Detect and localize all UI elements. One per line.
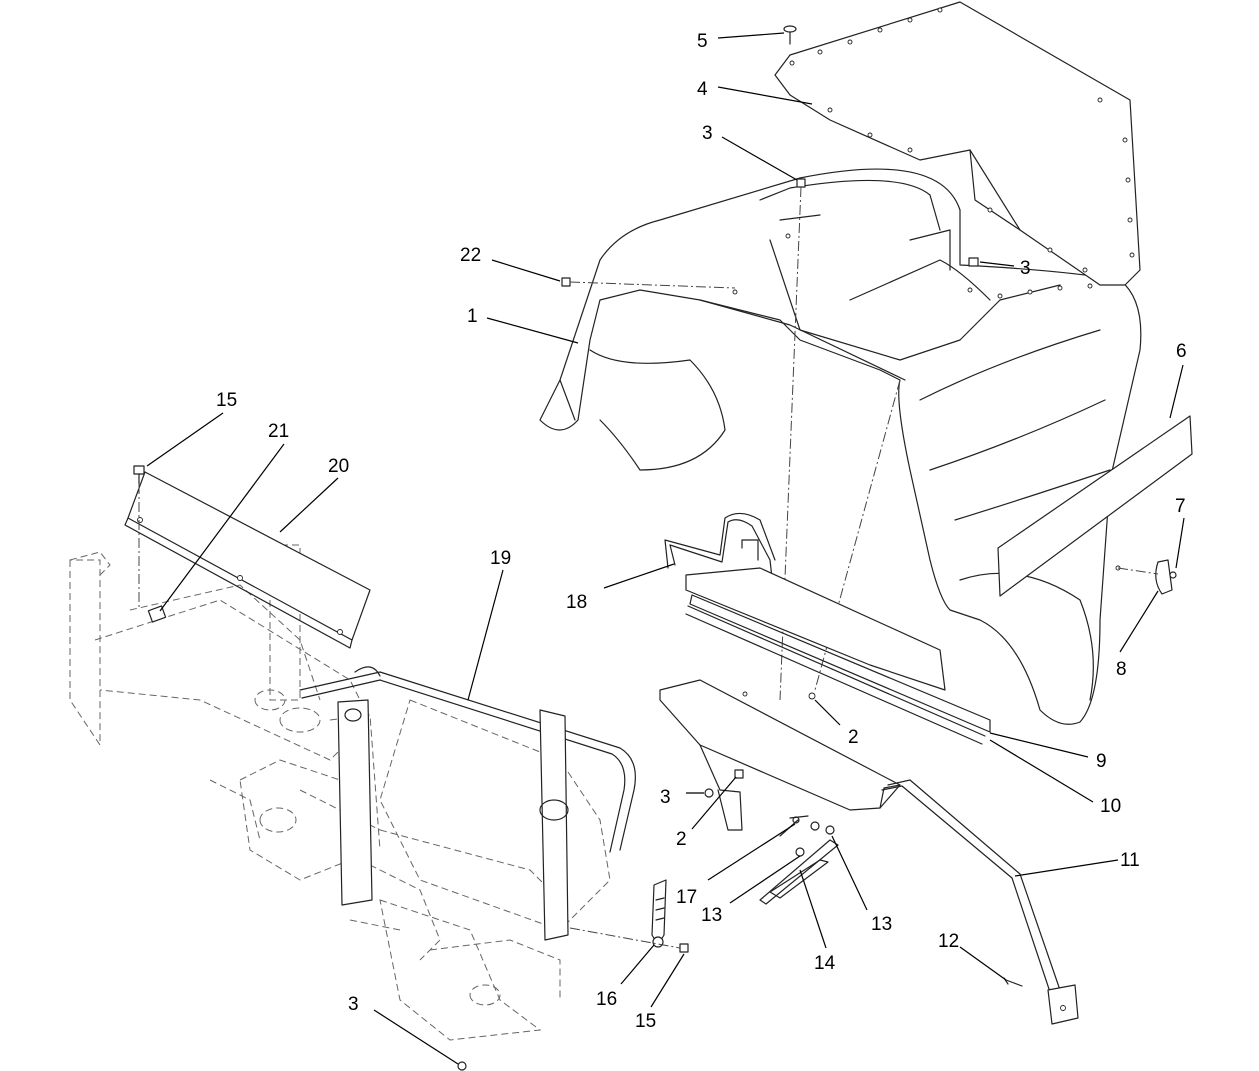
callout-14: 14: [814, 953, 836, 974]
callout-2-lower: 2: [676, 829, 687, 850]
bracket-part-18: [664, 512, 946, 691]
pin-part-12: [1003, 977, 1023, 987]
screw-part-15-bottom: [569, 927, 689, 953]
callout-4: 4: [697, 79, 708, 100]
callout-3-top: 3: [702, 123, 713, 144]
callout-15-top: 15: [216, 390, 237, 411]
hood-cowl-part-1: [539, 168, 1142, 725]
callout-2-upper: 2: [848, 727, 859, 748]
callout-5: 5: [697, 31, 708, 52]
nut-part-3-support: [704, 788, 714, 798]
mounting-panel-part-20: [124, 471, 371, 649]
callout-18: 18: [566, 592, 587, 613]
top-panel-part-4: [774, 1, 1141, 286]
callout-16: 16: [596, 989, 617, 1010]
callout-3-support: 3: [660, 787, 671, 808]
clip-part-21: [147, 605, 167, 623]
screw-part-15-top: [133, 465, 145, 610]
callout-13-left: 13: [701, 905, 722, 926]
callout-21: 21: [268, 421, 289, 442]
callout-1: 1: [467, 306, 478, 327]
callout-17: 17: [676, 887, 697, 908]
callout-labels: 5 4 3 22 3 1 6 15 21 20 19 7 18 8 2 9 3 …: [216, 31, 1187, 1032]
nut-part-3-bottom: [457, 1061, 467, 1071]
callout-15-bottom: 15: [635, 1011, 656, 1032]
link-parts-13-14-17: [759, 815, 839, 905]
callout-13-right: 13: [871, 914, 892, 935]
callout-12: 12: [938, 931, 959, 952]
clip-parts-7-8: [1117, 559, 1177, 595]
callout-3-right: 3: [1020, 258, 1031, 279]
support-bracket-part-2: [659, 679, 901, 831]
callout-22: 22: [460, 245, 481, 266]
arm-part-11: [881, 779, 1079, 1025]
callout-11: 11: [1120, 850, 1140, 871]
rod-part-10: [685, 605, 986, 745]
callout-7: 7: [1175, 496, 1186, 517]
decal-part-6: [997, 415, 1193, 597]
strip-part-9: [689, 594, 991, 733]
latch-part-16: [651, 879, 667, 948]
callout-19: 19: [490, 548, 511, 569]
push-pin-part-5: [783, 25, 797, 45]
callout-9: 9: [1096, 751, 1107, 772]
callout-3-bottom: 3: [348, 994, 359, 1015]
callout-20: 20: [328, 456, 349, 477]
leader-lines: [146, 32, 1185, 1065]
callout-6: 6: [1176, 341, 1187, 362]
callout-10: 10: [1100, 796, 1121, 817]
bumper-tube-part-19: [299, 666, 636, 941]
callout-8: 8: [1116, 659, 1127, 680]
